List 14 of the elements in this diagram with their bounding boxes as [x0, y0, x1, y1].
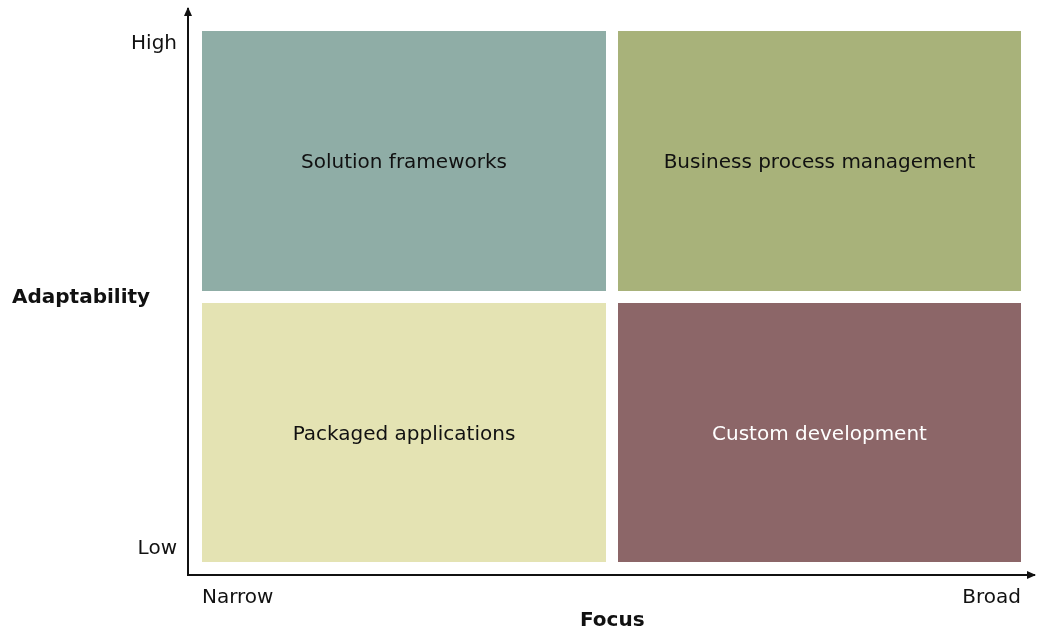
- quadrant-label: Packaged applications: [292, 420, 516, 445]
- axis-tick-label: Broad: [962, 584, 1021, 608]
- quadrant-box: [202, 303, 606, 562]
- quadrant-label: Business process management: [663, 149, 976, 173]
- axis-tick-label: Narrow: [202, 584, 274, 608]
- quadrant-box: [618, 303, 1021, 562]
- quadrant-label: Custom development: [712, 420, 927, 445]
- axis-title: Adaptability: [12, 284, 151, 308]
- quadrant-label: Solution frameworks: [301, 149, 507, 173]
- axis-tick-label: Low: [137, 535, 177, 559]
- axis-tick-label: High: [131, 30, 177, 54]
- quadrant-box: [202, 31, 606, 291]
- quadrant-box: [618, 31, 1021, 291]
- axis-title: Focus: [580, 607, 645, 631]
